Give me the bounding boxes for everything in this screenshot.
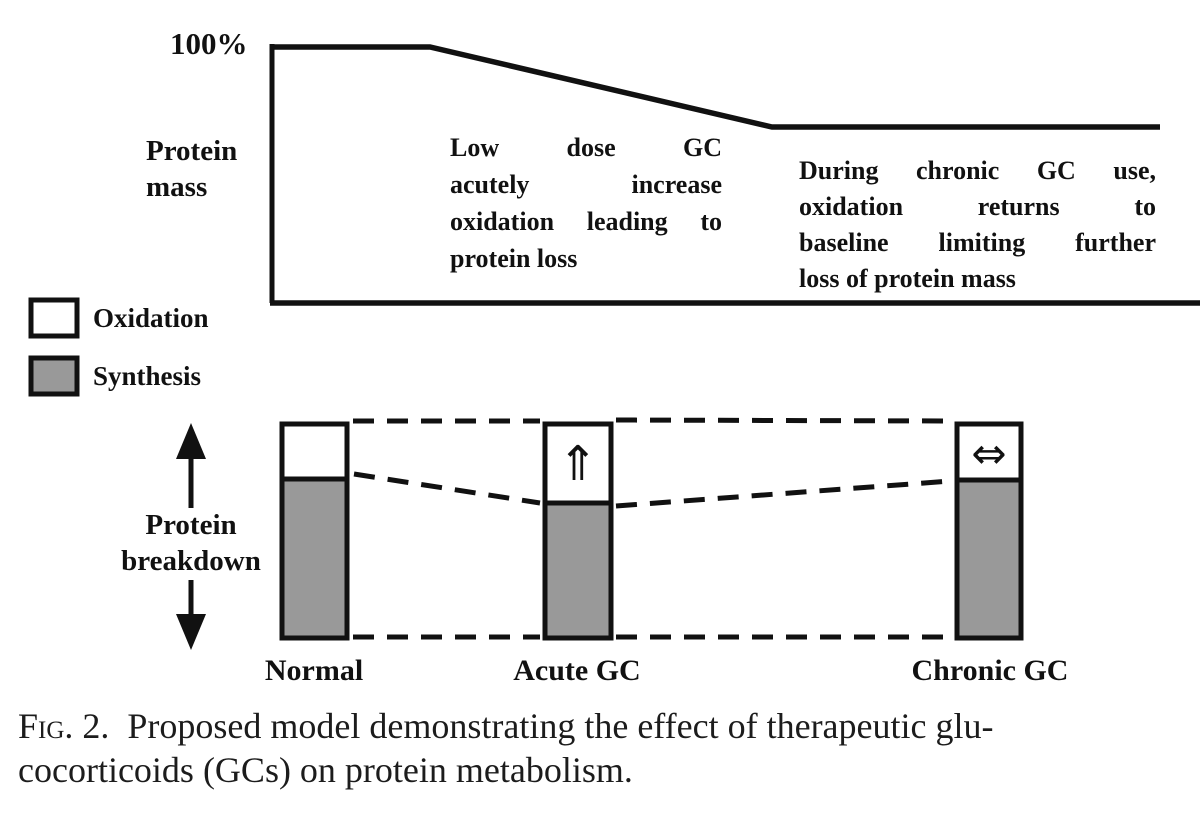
legend-swatch-synthesis [28, 355, 80, 397]
bar-normal-synthesis-segment [279, 476, 350, 641]
caption-line-1-text: 2. Proposed model demonstrating the effe… [73, 706, 994, 746]
caption-fig-prefix: Fig. [18, 706, 74, 746]
text-line: loss of protein mass [799, 264, 1016, 293]
text-line: baseline limiting further [799, 228, 1156, 257]
annotation-chronic-gc: During chronic GC use, oxidation returns … [799, 153, 1156, 297]
bar-acute-gc [542, 421, 614, 641]
arrow-head-up-icon [176, 423, 206, 459]
protein-mass-axis-label: Protein mass [146, 133, 237, 205]
text-line: Protein [145, 509, 237, 541]
bar-normal [279, 421, 350, 641]
arrow-head-down-icon [176, 614, 206, 650]
legend-swatch-oxidation [28, 297, 80, 339]
bar-label-chronic-gc: Chronic GC [911, 654, 1069, 687]
legend-label-oxidation: Oxidation [93, 303, 209, 333]
bar-acute-synthesis-segment [542, 500, 614, 641]
figure-caption: Fig. 2. Proposed model demonstrating the… [18, 704, 1188, 792]
text-line: mass [146, 171, 208, 203]
text-line: During chronic GC use, [799, 156, 1156, 185]
bar-chronic-synthesis-segment [954, 477, 1024, 641]
dash-top-right [615, 417, 949, 424]
annotation-acute-gc: Low dose GC acutely increase oxidation lea… [450, 129, 722, 277]
bar-label-acute-gc: Acute GC [513, 654, 641, 687]
chronic-left-right-arrow-icon: ⇔ [971, 428, 1007, 478]
dashed-connectors [353, 417, 952, 640]
text-line: Low dose GC [450, 133, 722, 162]
text-line: oxidation leading to [450, 207, 722, 236]
legend-label-synthesis: Synthesis [93, 361, 202, 391]
dash-mid-left [353, 471, 541, 506]
caption-line-1: Fig. 2. Proposed model demonstrating the… [18, 704, 1188, 748]
caption-line-2: cocorticoids (GCs) on protein metabolism… [18, 750, 633, 790]
protein-breakdown-arrow [176, 423, 206, 650]
protein-mass-curve [272, 44, 1160, 130]
text-line: oxidation returns to [799, 192, 1156, 221]
text-line: protein loss [450, 244, 578, 273]
text-line: breakdown [121, 545, 261, 577]
acute-up-arrow-icon: ⇑ [557, 436, 599, 492]
text-line: Protein [146, 135, 238, 167]
bar-chronic-gc [954, 421, 1024, 641]
bar-label-normal: Normal [264, 654, 364, 687]
y-axis-100-percent-label: 100% [170, 26, 248, 61]
text-line: acutely increase [450, 170, 722, 199]
dash-mid-right [615, 478, 952, 509]
protein-breakdown-label: Protein breakdown [75, 507, 307, 579]
